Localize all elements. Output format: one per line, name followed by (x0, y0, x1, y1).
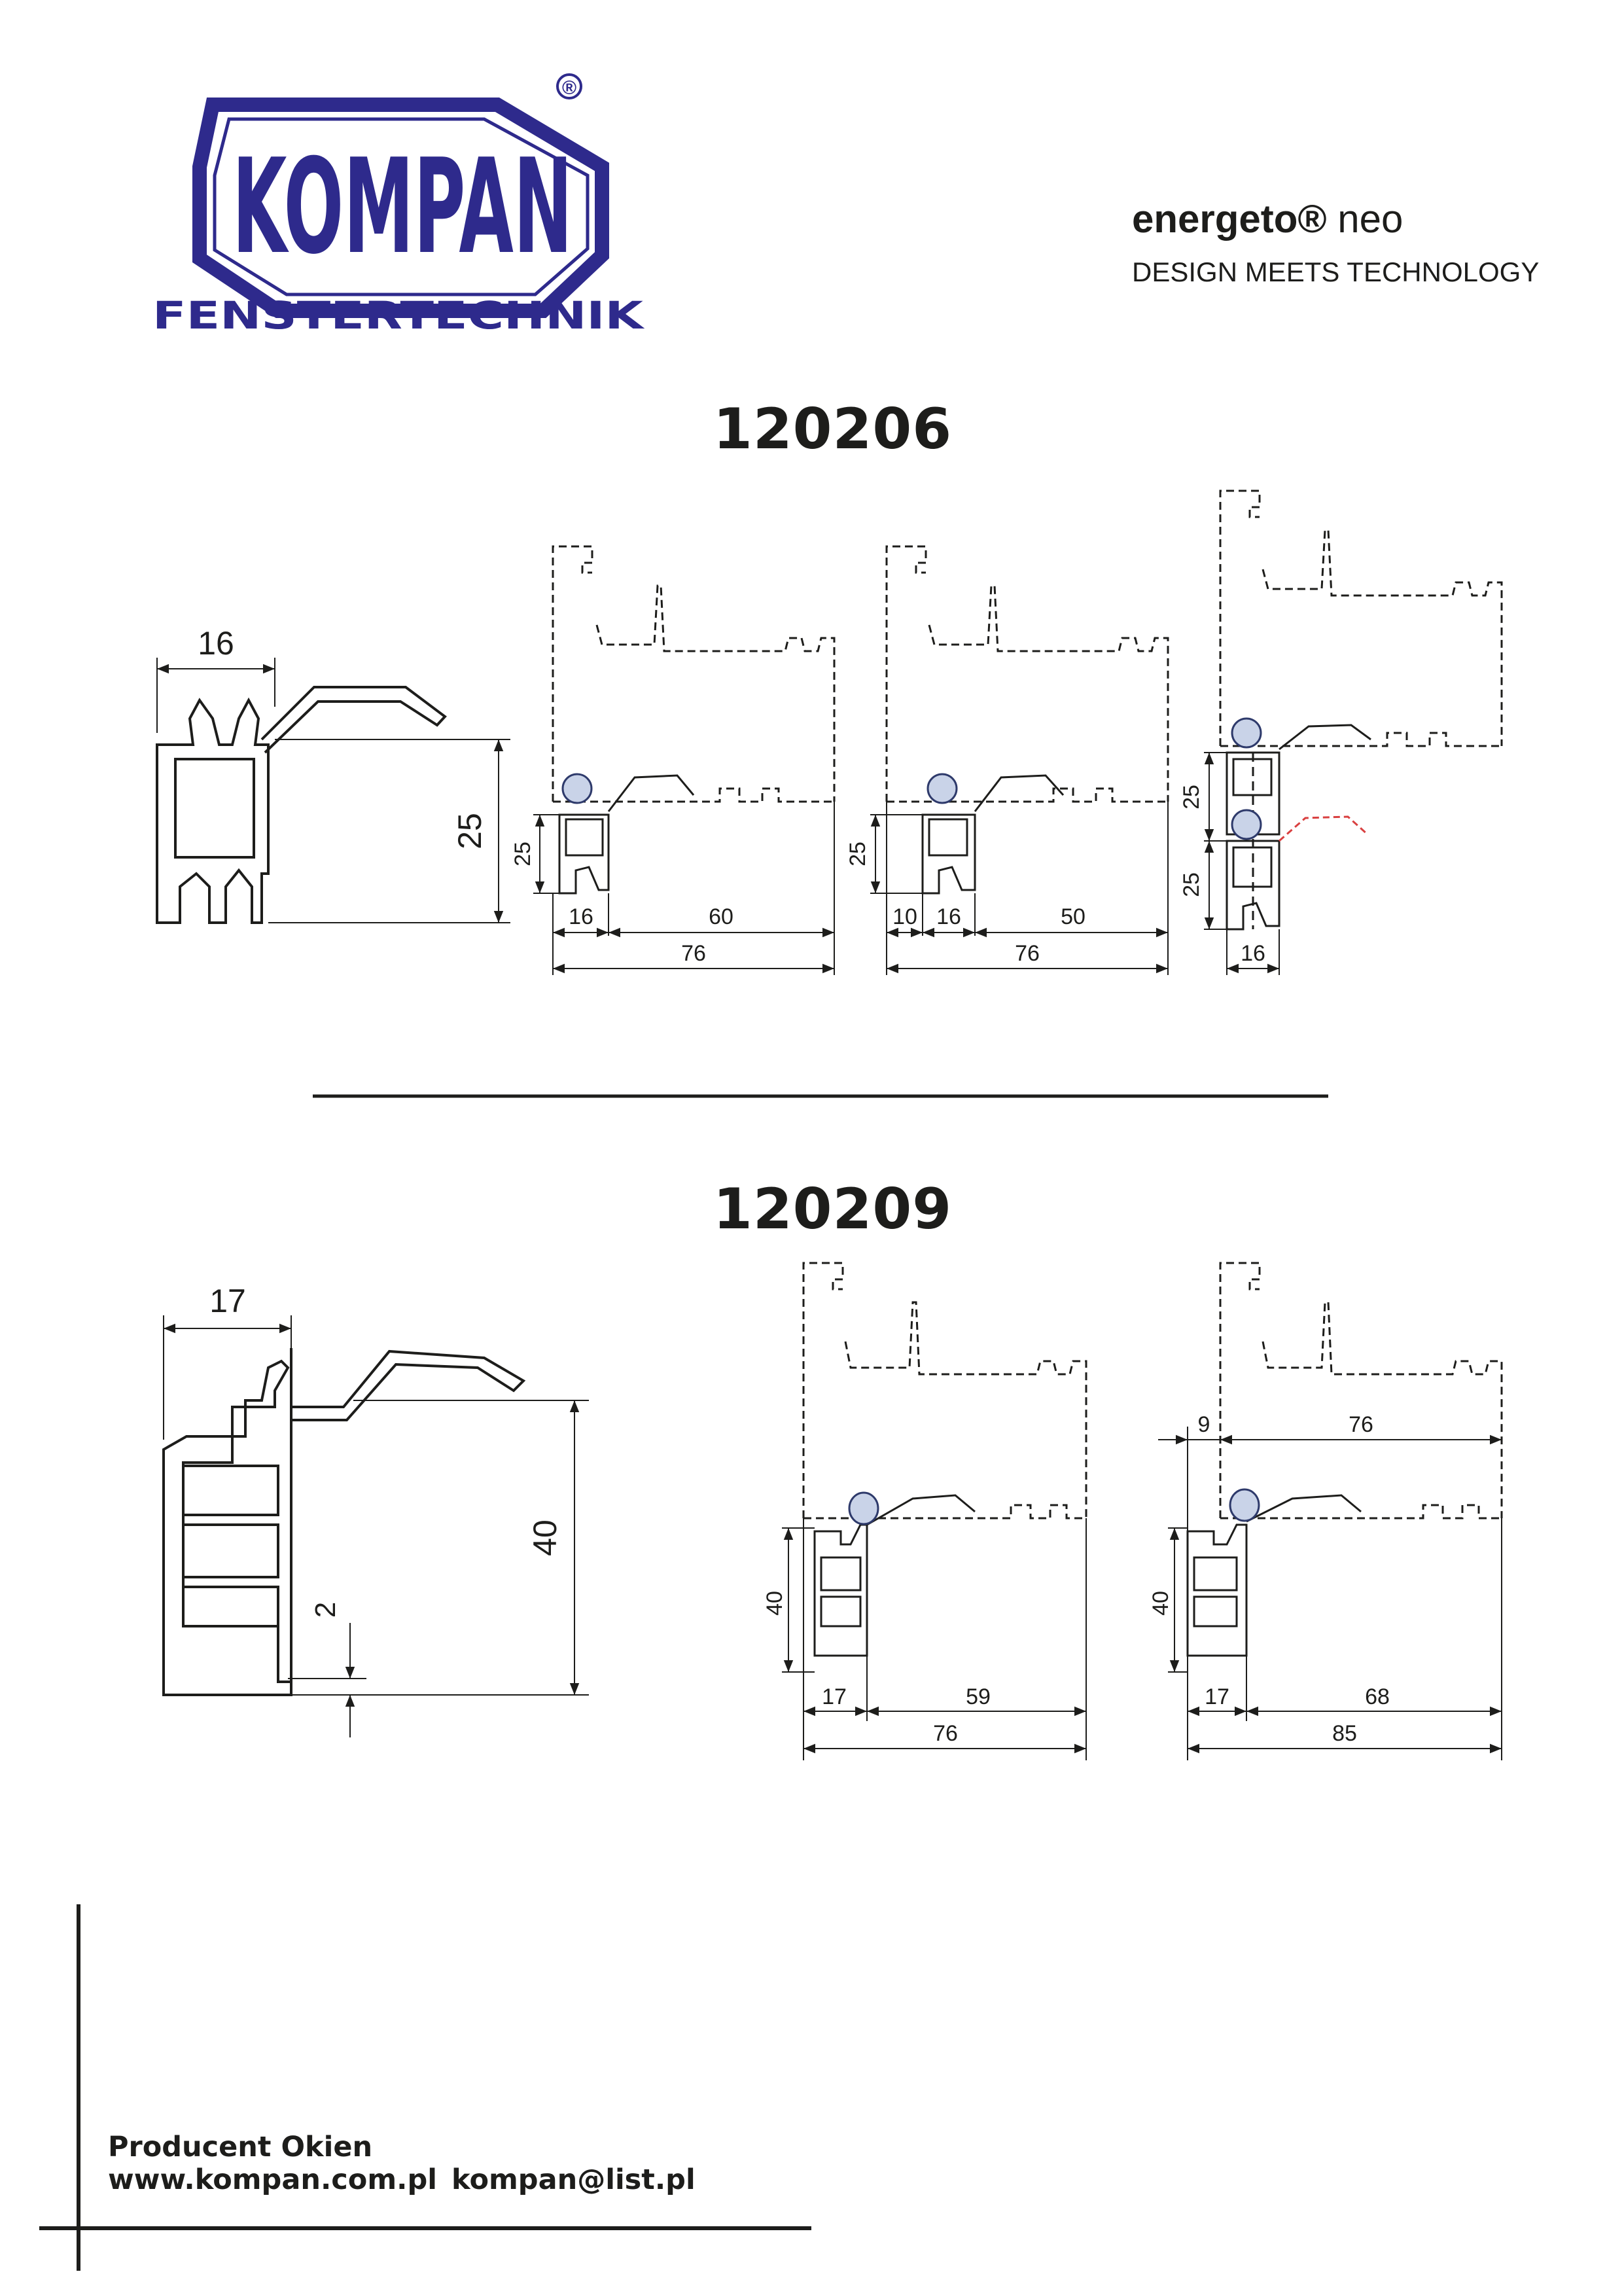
section2-heading: 120209 (713, 1177, 953, 1242)
assembly-120206-c-w: 16 (1241, 941, 1265, 966)
profile-120209-gap-label: 2 (309, 1602, 342, 1618)
assembly-120209-a-sash (802, 1262, 1087, 1520)
assembly-120206-b-sash (885, 545, 1169, 803)
brand-name: energeto (1132, 197, 1298, 241)
assembly-120206-b-d2: 50 (1061, 904, 1086, 929)
assembly-120209-a-d2: 59 (966, 1684, 991, 1709)
footer-email[interactable]: kompan@list.pl (451, 2163, 696, 2196)
assembly-120206-b-dimensions (870, 802, 1169, 975)
assembly-120206-b-bead (921, 773, 1065, 895)
assembly-120206-a-total: 76 (681, 941, 706, 966)
assembly-120206-a-dimensions (533, 802, 835, 975)
assembly-120206-b-d0: 10 (892, 904, 917, 929)
assembly-120206-b-total: 76 (1015, 941, 1040, 966)
brand-name-line: energeto® neo (1132, 196, 1403, 241)
profile-120209-height-label: 40 (527, 1520, 563, 1556)
profile-120209-width-label: 17 (209, 1283, 246, 1319)
assembly-120209-b-d2: 68 (1365, 1684, 1390, 1709)
assembly-120206-b-h: 25 (845, 842, 870, 866)
assembly-120206-a-bead (558, 773, 695, 895)
assembly-120209-a-bead (813, 1491, 976, 1657)
profile-120209-section (162, 1348, 526, 1696)
profile-120209-dimensions (163, 1315, 589, 1737)
assembly-120206-c-dimensions (1204, 752, 1280, 975)
section1-drawings: 16 25 25 16 60 76 (156, 489, 1503, 1098)
assembly-120209-b-d1: 17 (1205, 1684, 1229, 1709)
assembly-120209-b-dimensions (1158, 1427, 1502, 1760)
profile-120206-dimensions (156, 658, 510, 923)
section2-drawings: 17 40 2 40 17 59 76 (162, 1262, 1503, 1760)
profile-120206-width-label: 16 (198, 625, 234, 662)
brand-tagline: DESIGN MEETS TECHNOLOGY (1132, 257, 1540, 287)
brand-registered: ® (1297, 197, 1327, 241)
footer-producer: Producent Okien (108, 2131, 373, 2163)
profile-120206-height-label: 25 (451, 813, 488, 849)
assembly-120209-b-top-width: 76 (1349, 1412, 1373, 1437)
logo-wordmark: KOMPAN (232, 131, 573, 283)
brand-variant: neo (1337, 197, 1403, 241)
assembly-120206-a-d2: 60 (709, 904, 733, 929)
assembly-120206-c-h2: 25 (1179, 872, 1204, 897)
assembly-120209-b-top-offset: 9 (1198, 1412, 1210, 1437)
assembly-120206-c-beads (1226, 717, 1371, 931)
footer-website[interactable]: www.kompan.com.pl (108, 2163, 437, 2196)
assembly-120209-a-d1: 17 (822, 1684, 847, 1709)
assembly-120209-a-dimensions (782, 1518, 1087, 1760)
assembly-120209-b-total: 85 (1332, 1721, 1357, 1746)
footer-frame (39, 1904, 811, 2271)
assembly-120209-b-h: 40 (1148, 1591, 1173, 1616)
assembly-120206-c-sash (1219, 489, 1503, 747)
assembly-120206-b-d1: 16 (936, 904, 961, 929)
assembly-120206-a-d1: 16 (569, 904, 593, 929)
assembly-120209-b-sash (1219, 1262, 1503, 1520)
assembly-120206-a-sash (552, 545, 836, 803)
logo-subtitle: FENSTERTECHNIK (152, 293, 645, 338)
assembly-120209-b-bead (1186, 1488, 1362, 1657)
section1-heading: 120206 (713, 397, 953, 462)
kompan-logo: KOMPAN ® FENSTERTECHNIK (152, 73, 645, 338)
assembly-120209-a-total: 76 (933, 1721, 958, 1746)
logo-registered-mark: ® (562, 77, 576, 99)
assembly-120206-a-h: 25 (510, 842, 535, 866)
profile-120206-section (156, 686, 447, 924)
assembly-120206-c-h1: 25 (1179, 785, 1204, 809)
assembly-120209-a-h: 40 (762, 1591, 787, 1616)
